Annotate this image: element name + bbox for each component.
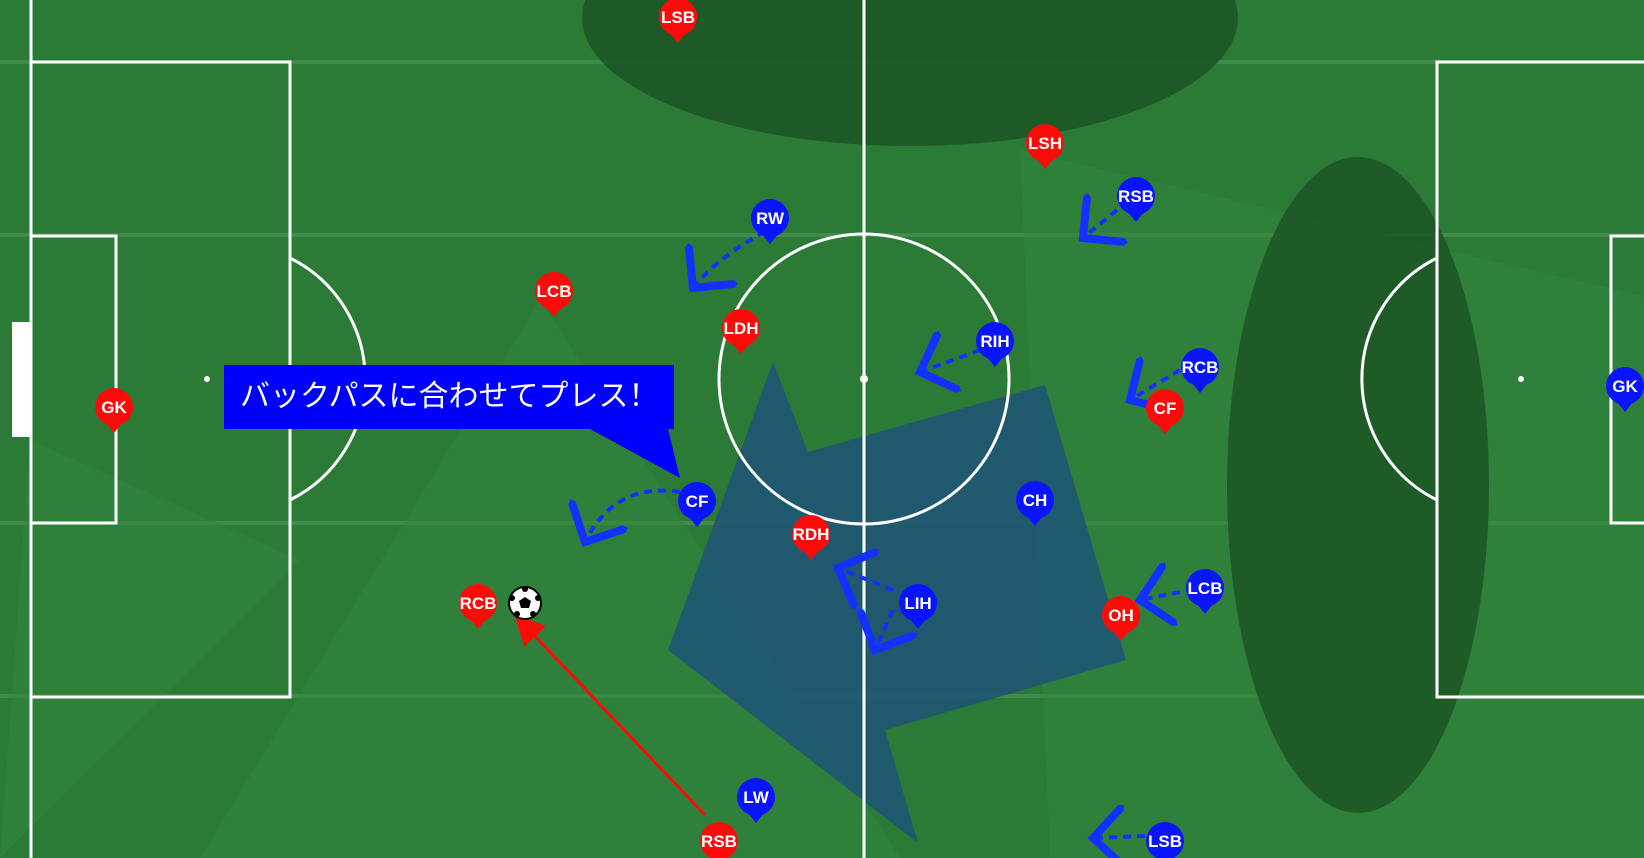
red-player-lsb[interactable]: LSB	[659, 0, 697, 43]
pass-arrow	[514, 614, 707, 817]
blue-player-gk[interactable]: GK	[1606, 367, 1644, 412]
player-token	[1146, 822, 1184, 858]
red-team-players: LSB LSH LCB LDH GK RDH RCB RSB CF OH	[95, 0, 1184, 858]
player-role-label: RSB	[1118, 187, 1154, 206]
penalty-spot-left	[204, 376, 210, 382]
player-role-label: RSB	[701, 832, 737, 851]
player-role-label: OH	[1108, 606, 1134, 625]
player-token	[659, 0, 697, 36]
center-spot	[860, 375, 868, 383]
player-token	[899, 584, 937, 622]
player-token	[678, 482, 716, 520]
player-token	[722, 309, 760, 347]
player-role-label: GK	[101, 398, 127, 417]
player-token	[792, 515, 830, 553]
player-role-label: LSH	[1028, 134, 1062, 153]
press-area	[668, 362, 1126, 843]
player-token	[737, 778, 775, 816]
player-role-label: CF	[686, 492, 709, 511]
player-role-label: LSB	[661, 8, 695, 27]
red-player-lsh[interactable]: LSH	[1026, 124, 1064, 169]
blue-player-rw[interactable]: RW	[751, 199, 789, 244]
player-token	[1146, 389, 1184, 427]
blue-player-lcb[interactable]: LCB	[1186, 569, 1224, 614]
player-token	[535, 272, 573, 310]
player-role-label: LW	[743, 788, 769, 807]
player-token	[459, 584, 497, 622]
callout-text: バックパスに合わせてプレス！	[240, 379, 659, 414]
player-role-label: GK	[1612, 377, 1638, 396]
player-role-label: LSB	[1148, 832, 1182, 851]
player-token	[1016, 481, 1054, 519]
player-token	[1186, 569, 1224, 607]
red-player-cf[interactable]: CF	[1146, 389, 1184, 434]
red-player-rdh[interactable]: RDH	[792, 515, 830, 560]
penalty-spot-right	[1518, 376, 1524, 382]
zone-right	[1227, 157, 1489, 813]
blue-player-lih[interactable]: LIH	[899, 584, 937, 629]
player-role-label: RW	[756, 209, 785, 228]
player-role-label: RIH	[980, 332, 1009, 351]
blue-team-players: RW RSB RIH RCB GK CF CH LIH LCB LW LSB	[678, 177, 1644, 858]
player-role-label: RCB	[460, 594, 497, 613]
blue-player-cf[interactable]: CF	[678, 482, 716, 527]
soccer-ball-icon	[508, 586, 542, 620]
player-role-label: LDH	[724, 319, 759, 338]
player-token	[1181, 348, 1219, 386]
player-token	[1102, 596, 1140, 634]
red-player-gk[interactable]: GK	[95, 388, 133, 433]
zone-top	[582, 0, 1238, 146]
player-role-label: LCB	[1188, 579, 1223, 598]
player-role-label: CH	[1023, 491, 1048, 510]
player-token	[95, 388, 133, 426]
red-player-rsb[interactable]: RSB	[700, 822, 738, 858]
red-player-rcb[interactable]: RCB	[459, 584, 497, 629]
player-role-label: RDH	[793, 525, 830, 544]
player-token	[1117, 177, 1155, 215]
player-role-label: LIH	[904, 594, 931, 613]
player-token	[1606, 367, 1644, 405]
blue-player-lsb[interactable]: LSB	[1146, 822, 1184, 858]
player-token	[751, 199, 789, 237]
red-player-lcb[interactable]: LCB	[535, 272, 573, 317]
callout-box	[224, 365, 680, 478]
run-arrows	[585, 210, 1182, 838]
red-player-ldh[interactable]: LDH	[722, 309, 760, 354]
blue-player-rcb[interactable]: RCB	[1181, 348, 1219, 393]
blue-player-ch[interactable]: CH	[1016, 481, 1054, 526]
player-token	[700, 822, 738, 858]
red-player-oh[interactable]: OH	[1102, 596, 1140, 641]
blue-player-lw[interactable]: LW	[737, 778, 775, 823]
blue-player-rsb[interactable]: RSB	[1117, 177, 1155, 222]
player-token	[1026, 124, 1064, 162]
player-role-label: CF	[1154, 399, 1177, 418]
player-role-label: LCB	[537, 282, 572, 301]
blue-player-rih[interactable]: RIH	[976, 322, 1014, 367]
goal-left	[12, 322, 32, 437]
player-role-label: RCB	[1182, 358, 1219, 377]
player-token	[976, 322, 1014, 360]
